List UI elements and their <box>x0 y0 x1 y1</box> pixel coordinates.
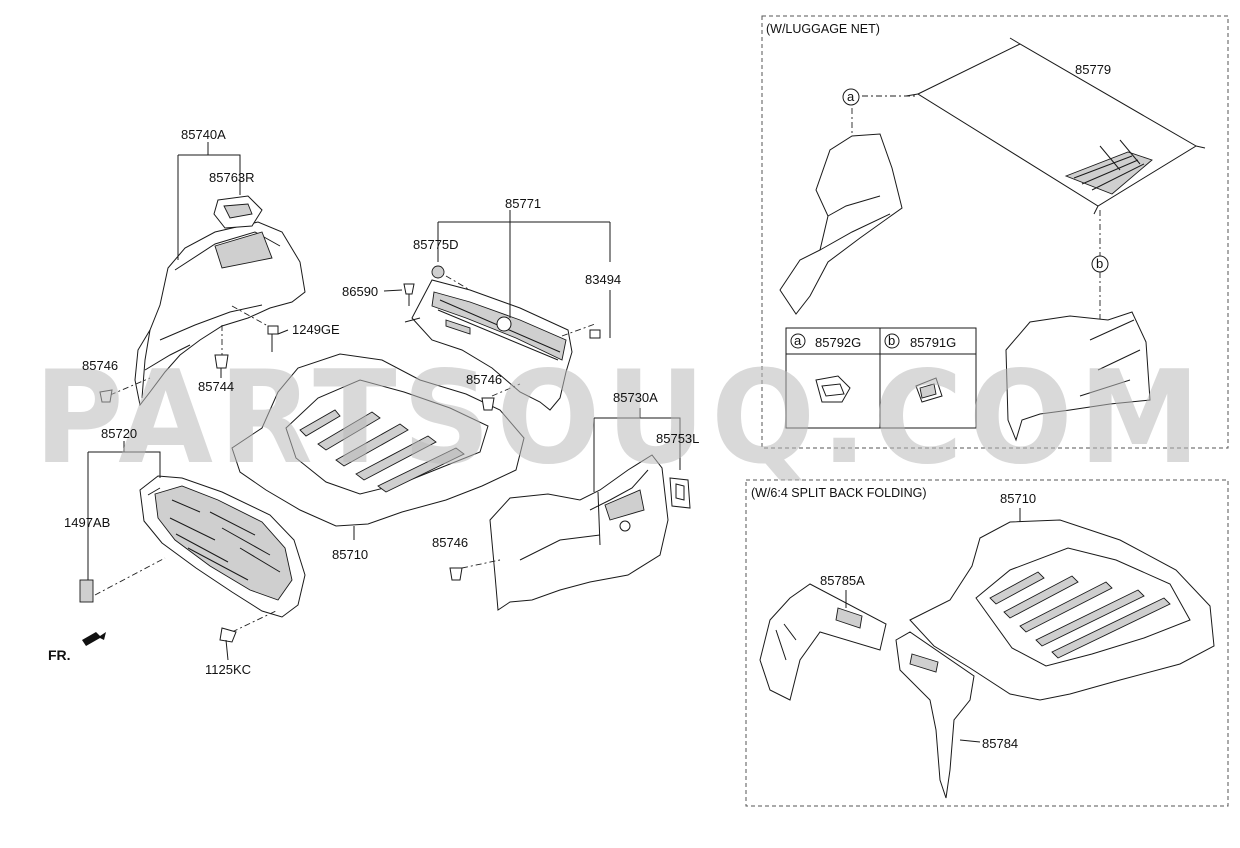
front-direction-arrow <box>82 632 106 646</box>
callout-b-marker <box>1091 255 1109 273</box>
bracket-85785a <box>759 583 887 701</box>
front-label: FR. <box>48 647 71 663</box>
luggage-net-85779 <box>779 37 1206 442</box>
label-85746-lower: 85746 <box>432 535 468 550</box>
label-85710: 85710 <box>332 547 368 562</box>
label-1497ab: 1497AB <box>64 515 110 530</box>
side-trim-85740a <box>99 142 306 407</box>
luggage-mat-85710 <box>231 353 525 540</box>
label-85740a: 85740A <box>181 127 226 142</box>
callout-a-marker <box>842 88 860 106</box>
label-1249ge: 1249GE <box>292 322 340 337</box>
callout-b: b <box>1096 256 1103 271</box>
split-mat-85710 <box>909 508 1215 701</box>
side-trim-85730a <box>449 408 691 611</box>
table-b-letter: b <box>888 333 895 348</box>
split-folding-title: (W/6:4 SPLIT BACK FOLDING) <box>751 486 927 500</box>
split-folding-section-box <box>745 479 1229 807</box>
label-85730a: 85730A <box>613 390 658 405</box>
transverse-trim-85771 <box>383 210 611 411</box>
bracket-85784 <box>895 631 981 799</box>
label-85720: 85720 <box>101 426 137 441</box>
luggage-net-parts-table <box>785 327 977 429</box>
label-85763r: 85763R <box>209 170 255 185</box>
label-83494: 83494 <box>585 272 621 287</box>
label-85775d: 85775D <box>413 237 459 252</box>
luggage-net-title: (W/LUGGAGE NET) <box>766 22 880 36</box>
label-85785a: 85785A <box>820 573 865 588</box>
table-b-part: 85791G <box>910 335 956 350</box>
table-a-letter: a <box>794 333 802 348</box>
luggage-net-section-box <box>761 15 1229 449</box>
label-1125kc: 1125KC <box>205 662 251 677</box>
label-85779: 85779 <box>1075 62 1111 77</box>
label-85784: 85784 <box>982 736 1018 751</box>
table-a-part: 85792G <box>815 335 861 350</box>
label-85771: 85771 <box>505 196 541 211</box>
watermark: PARTSOUQ.COM <box>34 344 1206 493</box>
label-86590: 86590 <box>342 284 378 299</box>
label-85710-split: 85710 <box>1000 491 1036 506</box>
label-85753l: 85753L <box>656 431 699 446</box>
label-85746-center: 85746 <box>466 372 502 387</box>
floor-board-85720 <box>79 441 306 661</box>
callout-a: a <box>847 89 855 104</box>
label-85746-left: 85746 <box>82 358 118 373</box>
label-85744: 85744 <box>198 379 234 394</box>
